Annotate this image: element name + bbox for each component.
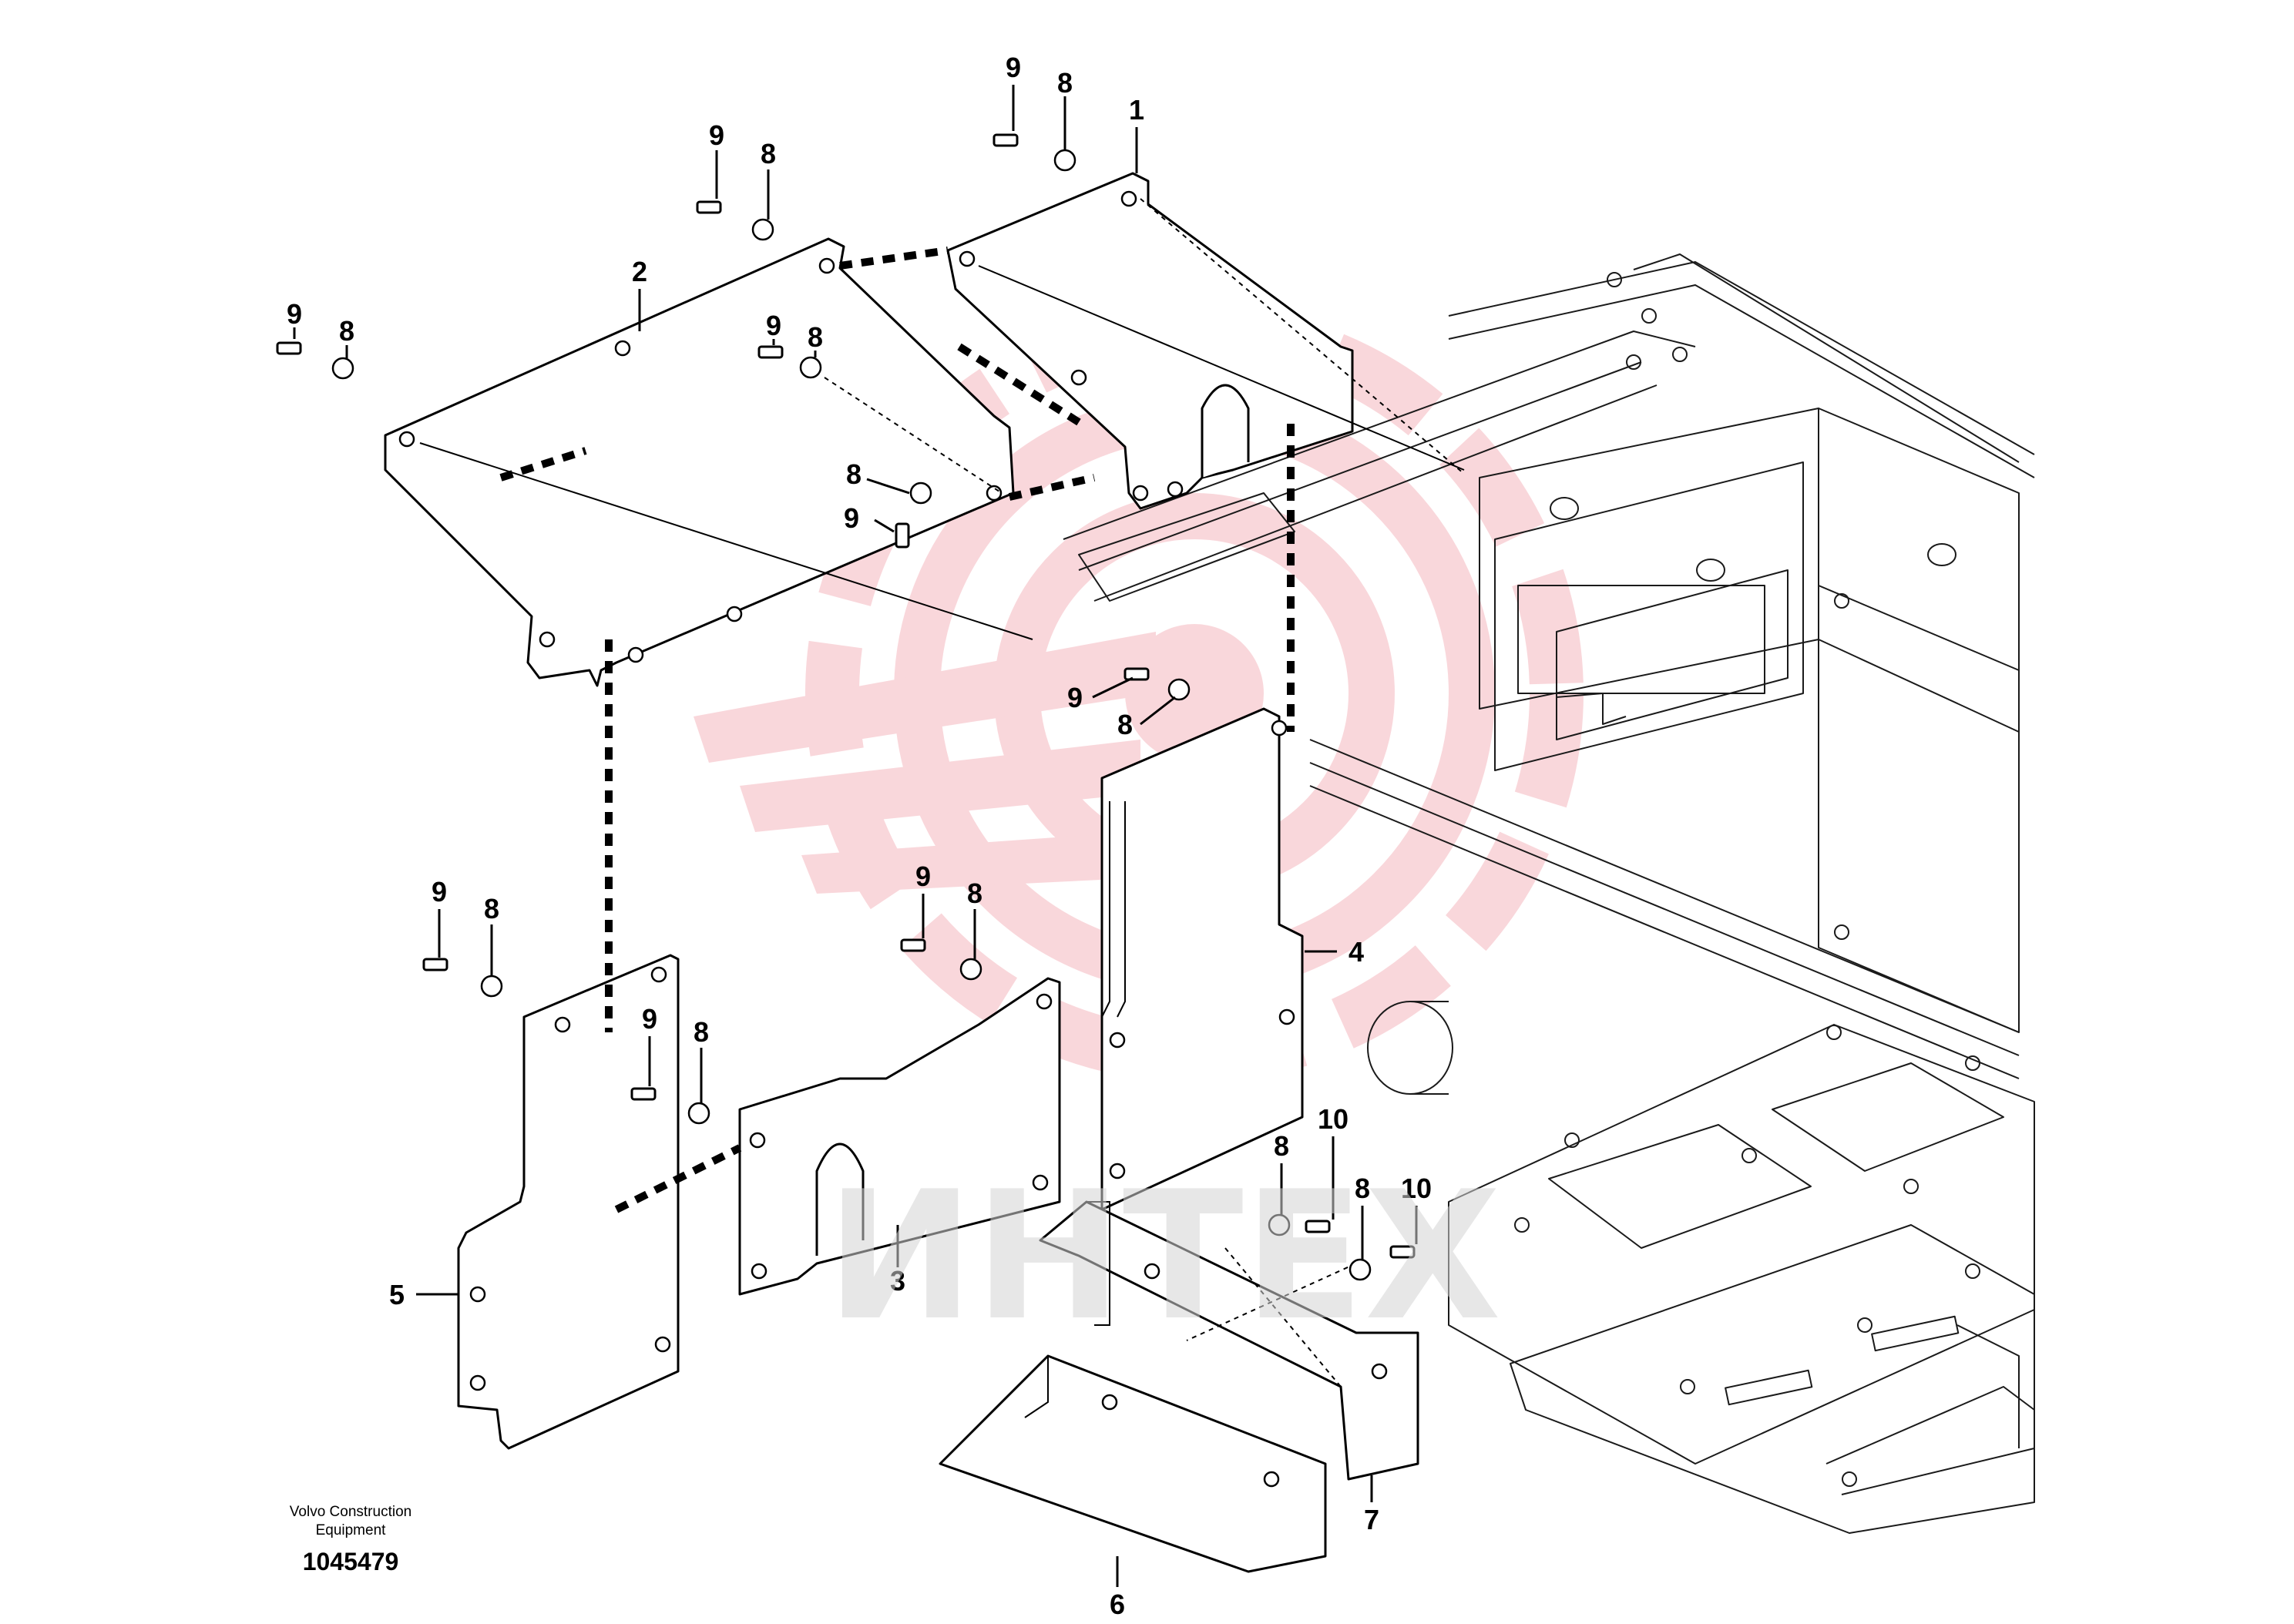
- part-6-channel: [939, 1354, 1327, 1573]
- callout-7: 7: [1364, 1504, 1379, 1535]
- callout-8: 8: [808, 321, 823, 353]
- callout-8: 8: [1355, 1173, 1370, 1204]
- callout-8: 8: [1117, 709, 1133, 740]
- callout-9: 9: [642, 1003, 657, 1035]
- callout-10: 10: [1318, 1103, 1349, 1135]
- callout-8: 8: [1057, 67, 1073, 99]
- drawing-number: 1045479: [303, 1548, 399, 1575]
- callout-9: 9: [432, 876, 447, 908]
- callout-9: 9: [915, 861, 931, 892]
- callout-8: 8: [484, 893, 499, 924]
- callout-9: 9: [844, 502, 859, 534]
- part-4-plate: [1100, 707, 1304, 1211]
- callout-9: 9: [287, 298, 302, 330]
- callout-4: 4: [1349, 936, 1364, 968]
- callout-8: 8: [694, 1016, 709, 1048]
- callout-3: 3: [890, 1265, 905, 1297]
- footer: Volvo Construction Equipment 1045479: [290, 1504, 411, 1575]
- callout-8: 8: [1274, 1130, 1289, 1162]
- callout-labels: 1 2 3 4 5 6 7 9 8 9 8 9 8 9 8 8 9 9 8 9 …: [287, 52, 1432, 1620]
- fasteners: [276, 133, 1416, 1281]
- part-5-plate: [457, 954, 680, 1450]
- callout-10: 10: [1401, 1173, 1432, 1204]
- callout-1: 1: [1129, 94, 1144, 126]
- connector-lines: [419, 198, 1465, 1387]
- callout-8: 8: [761, 138, 776, 169]
- part-3-plate: [738, 977, 1061, 1296]
- part-1-plate: [946, 172, 1354, 510]
- callout-2: 2: [632, 256, 647, 287]
- part-7-channel: [1039, 1200, 1419, 1481]
- company-name-line2: Equipment: [316, 1522, 387, 1538]
- company-name-line1: Volvo Construction: [290, 1504, 411, 1520]
- leader-lines: [293, 85, 1418, 1587]
- callout-9: 9: [1067, 682, 1083, 713]
- callout-6: 6: [1110, 1589, 1125, 1620]
- callout-8: 8: [846, 458, 862, 490]
- callout-9: 9: [709, 119, 724, 151]
- callout-5: 5: [389, 1279, 405, 1310]
- callout-8: 8: [967, 877, 982, 909]
- callout-9: 9: [1006, 52, 1021, 83]
- callout-8: 8: [339, 315, 354, 347]
- watermark-text: ИНТЕХ: [826, 1154, 1501, 1360]
- machine-frame: [1063, 253, 2035, 1534]
- callout-9: 9: [766, 310, 781, 341]
